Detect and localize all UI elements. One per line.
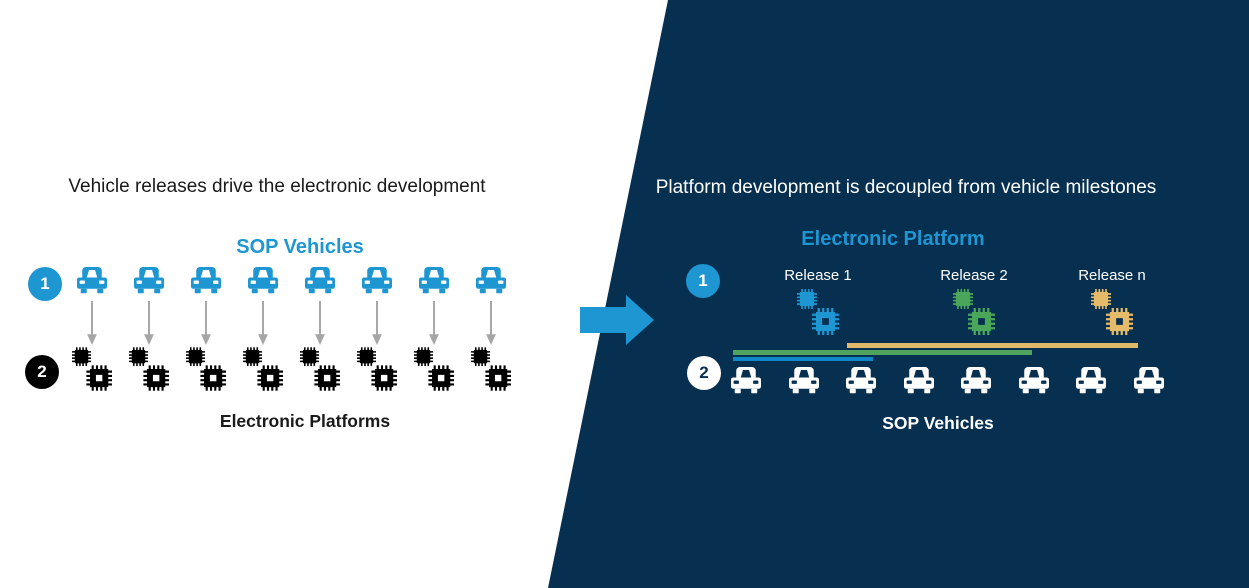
release-2-timeline-bar (733, 350, 1032, 355)
chip-pair-icon (72, 347, 112, 391)
arrow-down-icon (371, 301, 383, 351)
left-step-2-badge: 2 (25, 355, 59, 389)
arrow-down-icon (485, 301, 497, 351)
car-icon (476, 267, 506, 294)
release-2-label: Release 2 (940, 267, 1008, 284)
car-icon (191, 267, 221, 294)
release-n-chip-pair-icon (1091, 289, 1133, 335)
release-n-label: Release n (1078, 267, 1146, 284)
left-sop-vehicles-label: SOP Vehicles (236, 236, 364, 258)
right-panel-title: Platform development is decoupled from v… (655, 177, 1157, 198)
car-icon (961, 367, 991, 394)
right-step-1-badge: 1 (686, 264, 720, 298)
car-icon (731, 367, 761, 394)
right-electronic-platform-label: Electronic Platform (801, 228, 985, 250)
chip-pair-icon (414, 347, 454, 391)
chip-pair-icon (357, 347, 397, 391)
arrow-down-icon (200, 301, 212, 351)
right-vehicle-row (731, 367, 1164, 394)
arrow-down-icon (86, 301, 98, 351)
car-icon (248, 267, 278, 294)
left-panel-title: Vehicle releases drive the electronic de… (68, 176, 486, 197)
car-icon (1134, 367, 1164, 394)
release-1-label: Release 1 (784, 267, 852, 284)
car-icon (134, 267, 164, 294)
left-vehicle-row (77, 267, 506, 294)
release-n-block: Release n (1052, 267, 1172, 335)
car-icon (846, 367, 876, 394)
arrow-down-icon (314, 301, 326, 351)
release-n-timeline-bar (847, 343, 1138, 348)
car-icon (1076, 367, 1106, 394)
release-1-chip-pair-icon (797, 289, 839, 335)
chip-pair-icon (300, 347, 340, 391)
car-icon (789, 367, 819, 394)
chip-pair-icon (243, 347, 283, 391)
chip-pair-icon (186, 347, 226, 391)
left-platform-row (72, 347, 511, 391)
arrow-down-icon (428, 301, 440, 351)
arrow-down-icon (143, 301, 155, 351)
right-step-2-badge: 2 (687, 356, 721, 390)
arrow-down-icon (257, 301, 269, 351)
left-step-1-badge: 1 (28, 267, 62, 301)
car-icon (305, 267, 335, 294)
car-icon (362, 267, 392, 294)
transition-arrow-icon (580, 295, 654, 345)
release-2-block: Release 2 (914, 267, 1034, 335)
left-electronic-platforms-label: Electronic Platforms (219, 411, 391, 431)
chip-pair-icon (129, 347, 169, 391)
release-1-timeline-bar (733, 357, 873, 361)
release-2-chip-pair-icon (953, 289, 995, 335)
right-sop-vehicles-label: SOP Vehicles (882, 413, 994, 433)
release-1-block: Release 1 (758, 267, 878, 335)
car-icon (1019, 367, 1049, 394)
chip-pair-icon (471, 347, 511, 391)
car-icon (77, 267, 107, 294)
left-mapping-arrow-row (86, 301, 497, 351)
car-icon (419, 267, 449, 294)
car-icon (904, 367, 934, 394)
